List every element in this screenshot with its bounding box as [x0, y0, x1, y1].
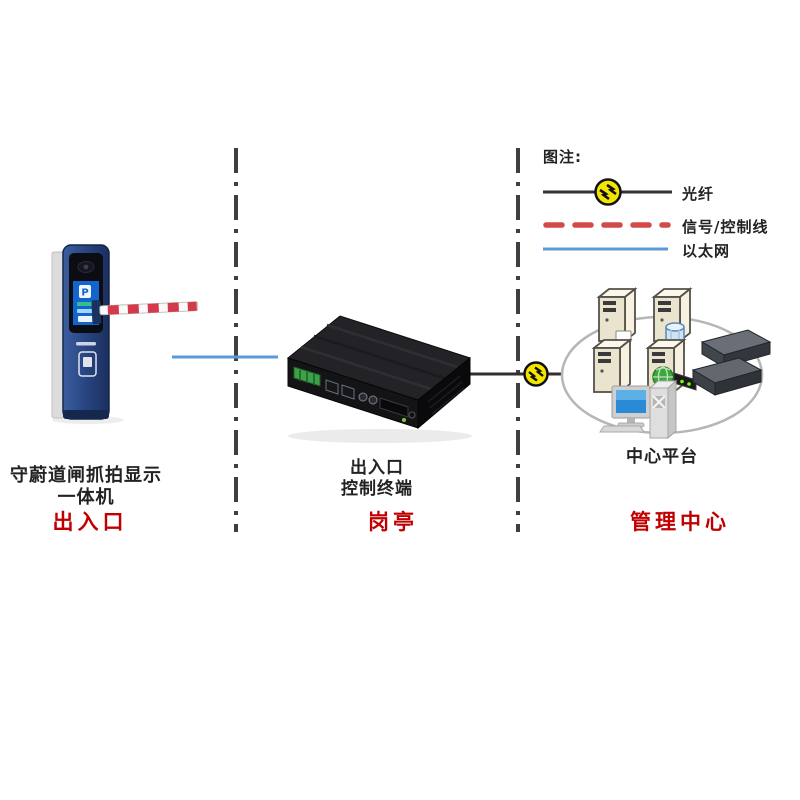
network-switch-icon — [673, 372, 697, 391]
terminal-top-ridge — [313, 334, 445, 380]
center-platform-label: 中心平台 — [626, 447, 698, 467]
terminal-led — [402, 418, 406, 422]
gate-camera-unit: P — [51, 244, 199, 424]
terminal-label-line1: 出入口 — [350, 458, 404, 478]
legend-label-fiber: 光纤 — [682, 185, 715, 203]
zone-label-management: 管理中心 — [630, 510, 730, 534]
terminal-rj45-port — [341, 384, 355, 400]
center-platform-cluster — [560, 287, 772, 440]
gate-camera-lens — [83, 264, 89, 270]
terminal-label-line2: 控制终端 — [341, 479, 413, 499]
gate-base — [63, 410, 109, 419]
parking-p-badge — [79, 285, 91, 298]
zone-label-entrance: 出入口 — [52, 510, 128, 534]
terminal-ports — [293, 366, 416, 422]
terminal-top-ridge — [300, 345, 432, 391]
storage-box-icon — [691, 357, 763, 396]
gate-device-label-line1: 守蔚道闸抓拍显示 — [10, 465, 162, 486]
gate-pole — [51, 251, 65, 419]
terminal-top-ridge — [326, 323, 458, 369]
gate-brand-mark — [76, 342, 96, 346]
gate-device-label-line2: 一体机 — [57, 487, 115, 508]
fiber-bolt-icon — [594, 178, 622, 206]
barrier-arm — [91, 299, 199, 325]
pc-tower-icon — [648, 379, 678, 440]
terminal-rj45-port — [325, 379, 339, 395]
terminal-shadow — [288, 429, 472, 443]
server-tower-icon — [591, 338, 633, 394]
terminal-vents — [427, 375, 465, 415]
terminal-round-connector — [358, 392, 368, 402]
terminal-power-button — [408, 411, 416, 419]
legend-label-ethernet: 以太网 — [682, 242, 731, 260]
terminal-round-connector — [368, 395, 378, 405]
barrier-bracket — [91, 299, 102, 325]
legend-title: 图注: — [543, 148, 582, 166]
parking-p-text: P — [81, 288, 88, 299]
terminal-right-face — [417, 356, 471, 430]
legend-label-signal: 信号/控制线 — [682, 218, 769, 236]
gate-card-reader-icon — [78, 351, 97, 377]
legend-line-samples — [543, 178, 672, 251]
access-control-terminal — [286, 315, 472, 443]
terminal-io-module — [379, 397, 409, 418]
keyboard-icon — [599, 425, 645, 433]
zone-label-booth: 岗亭 — [368, 510, 418, 534]
workstation-icon — [599, 379, 678, 440]
fiber-bolt-node-icon — [523, 361, 549, 387]
